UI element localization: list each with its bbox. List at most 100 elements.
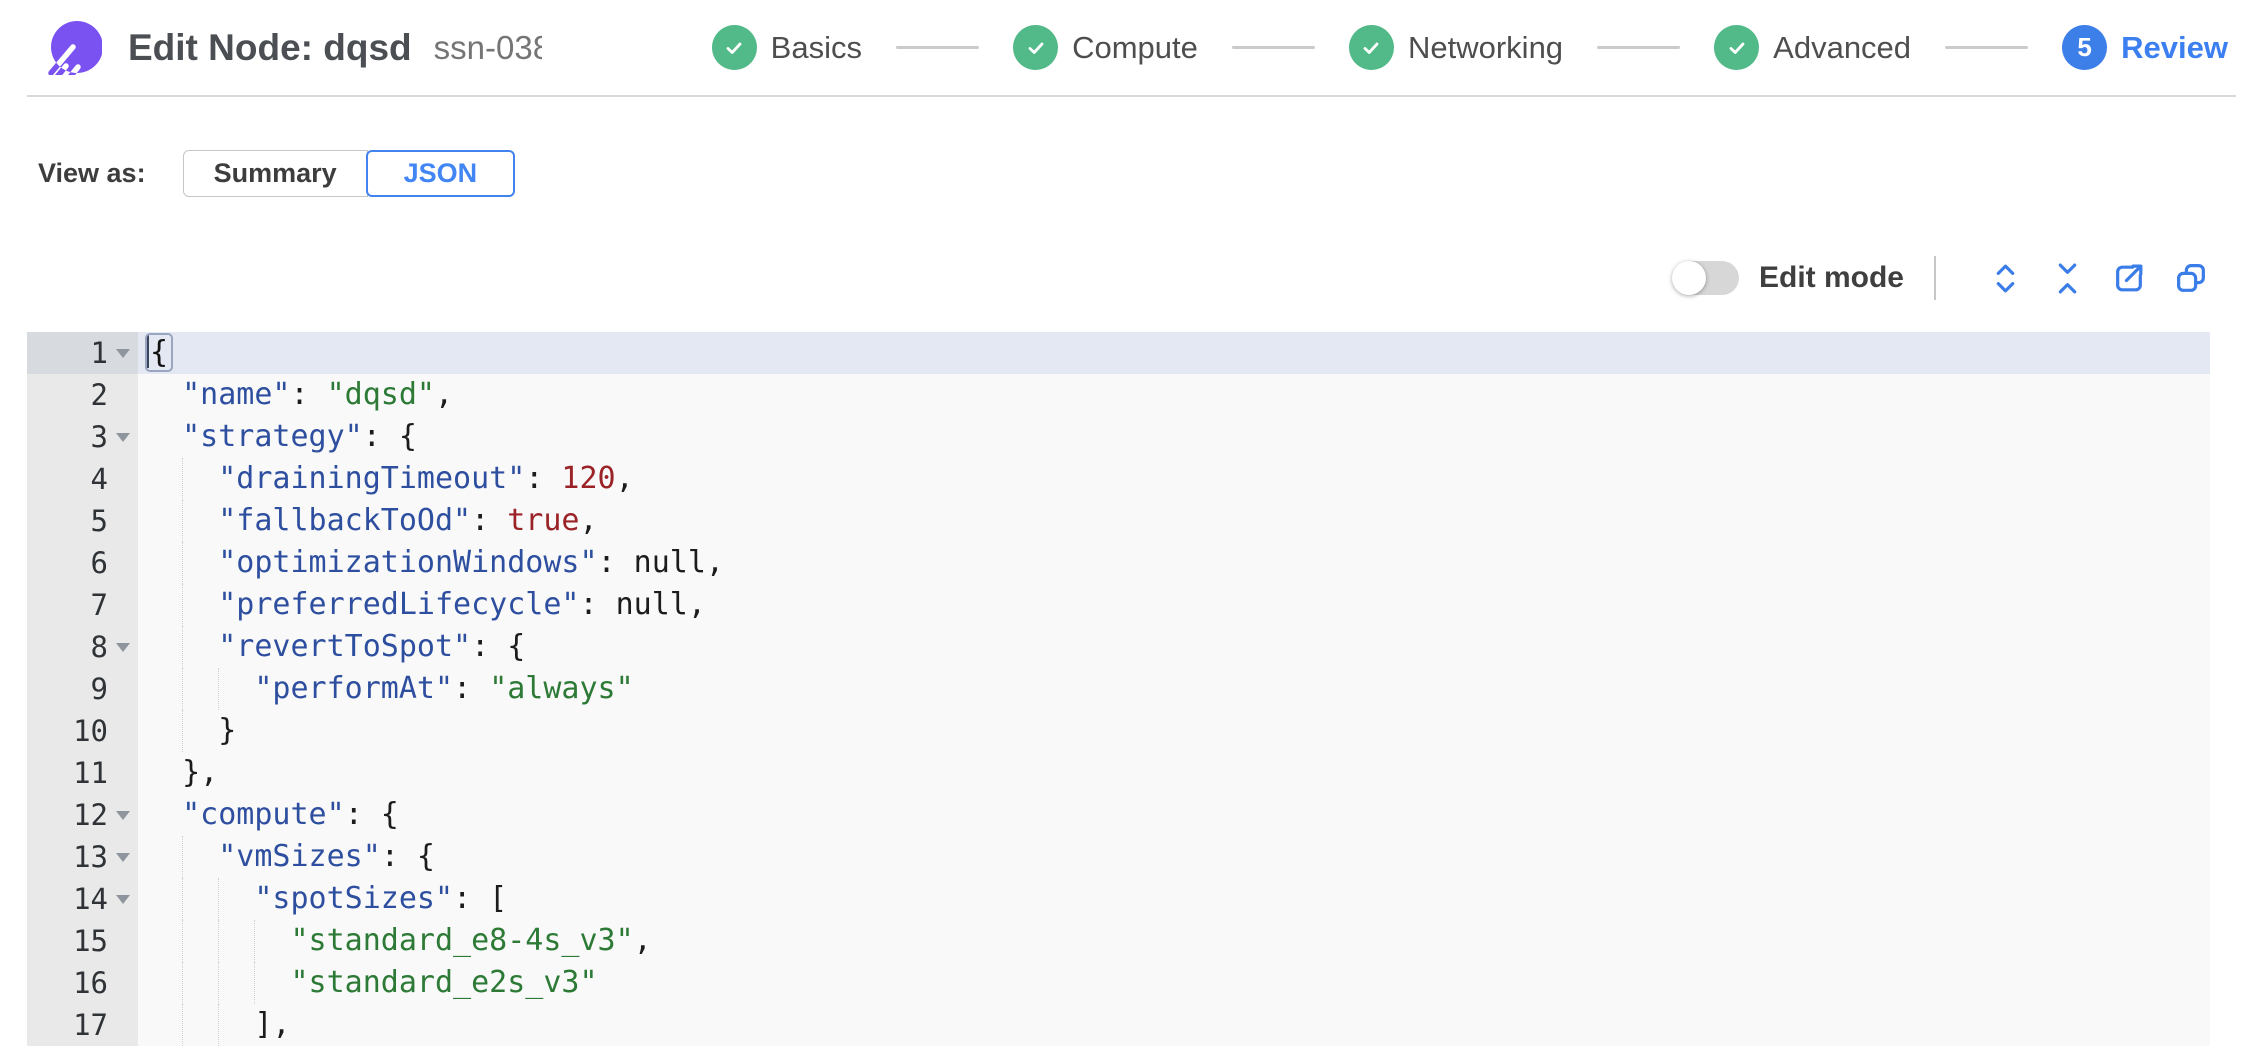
token-pun: , xyxy=(615,461,634,496)
step-compute[interactable]: Compute xyxy=(1013,25,1198,70)
code-line-text[interactable]: ], xyxy=(138,1004,2210,1046)
code-line[interactable]: 1{ xyxy=(27,332,2210,374)
code-line-text[interactable]: "standard_e8-4s_v3", xyxy=(138,920,2210,962)
code-line-text[interactable]: "standard_e2s_v3" xyxy=(138,962,2210,1004)
view-json-button[interactable]: JSON xyxy=(365,150,516,197)
token-bool: true xyxy=(507,503,580,538)
code-line-text[interactable]: "fallbackToOd": true, xyxy=(138,500,2210,542)
indent-guide xyxy=(182,626,184,668)
token-str: "standard_e2s_v3" xyxy=(290,965,598,1000)
token-pun: : { xyxy=(380,839,435,874)
indent-guide xyxy=(218,1004,220,1046)
indent-guide xyxy=(182,920,184,962)
code-line-text[interactable]: } xyxy=(138,710,2210,752)
token-pun: : { xyxy=(362,419,417,454)
step-networking[interactable]: Networking xyxy=(1348,25,1564,70)
gutter-line-number: 17 xyxy=(27,1004,138,1046)
check-icon xyxy=(1028,42,1043,54)
code-line-text[interactable]: "spotSizes": [ xyxy=(138,878,2210,920)
code-line[interactable]: 13 "vmSizes": { xyxy=(27,836,2210,878)
token-pun: ], xyxy=(254,1007,291,1042)
token-key: "strategy" xyxy=(182,419,363,454)
fold-toggle-icon[interactable] xyxy=(116,643,130,652)
code-line[interactable]: 14 "spotSizes": [ xyxy=(27,878,2210,920)
indent-guide xyxy=(218,920,220,962)
gutter-line-number: 5 xyxy=(27,500,138,542)
code-line-text[interactable]: }, xyxy=(138,752,2210,794)
code-line[interactable]: 2 "name": "dqsd", xyxy=(27,374,2210,416)
token-ws xyxy=(146,881,254,916)
edit-mode-toggle[interactable] xyxy=(1671,261,1739,295)
step-complete-check xyxy=(711,25,757,70)
indent-guide xyxy=(254,920,256,962)
step-label: Networking xyxy=(1407,29,1564,65)
token-key: "fallbackToOd" xyxy=(218,503,472,538)
code-line[interactable]: 11 }, xyxy=(27,752,2210,794)
code-line-text[interactable]: "drainingTimeout": 120, xyxy=(138,458,2210,500)
token-key: "vmSizes" xyxy=(218,839,381,874)
token-pun: }, xyxy=(182,755,219,790)
code-line-text[interactable]: "preferredLifecycle": null, xyxy=(138,584,2210,626)
fold-toggle-icon[interactable] xyxy=(116,895,130,904)
code-line[interactable]: 3 "strategy": { xyxy=(27,416,2210,458)
code-line[interactable]: 16 "standard_e2s_v3" xyxy=(27,962,2210,1004)
token-brk: { xyxy=(145,333,174,372)
gutter-line-number: 10 xyxy=(27,710,138,752)
code-line-text[interactable]: { xyxy=(138,332,2210,374)
fold-toggle-icon[interactable] xyxy=(116,811,130,820)
gutter-line-number: 13 xyxy=(27,836,138,878)
fold-toggle-icon[interactable] xyxy=(116,433,130,442)
token-pun: , xyxy=(705,545,724,580)
code-line[interactable]: 6 "optimizationWindows": null, xyxy=(27,542,2210,584)
gutter-line-number: 4 xyxy=(27,458,138,500)
code-line-text[interactable]: "optimizationWindows": null, xyxy=(138,542,2210,584)
code-line[interactable]: 7 "preferredLifecycle": null, xyxy=(27,584,2210,626)
step-advanced[interactable]: Advanced xyxy=(1714,25,1911,70)
copy-icon[interactable] xyxy=(2172,259,2210,297)
token-str: "dqsd" xyxy=(326,377,435,412)
step-connector xyxy=(1597,46,1681,49)
view-summary-button[interactable]: Summary xyxy=(182,150,368,197)
code-line-text[interactable]: "name": "dqsd", xyxy=(138,374,2210,416)
code-line[interactable]: 17 ], xyxy=(27,1004,2210,1046)
step-complete-check xyxy=(1714,25,1760,70)
edit-mode-label: Edit mode xyxy=(1758,261,1904,294)
code-line-text[interactable]: "strategy": { xyxy=(138,416,2210,458)
indent-guide xyxy=(182,878,184,920)
code-line[interactable]: 15 "standard_e8-4s_v3", xyxy=(27,920,2210,962)
token-ws xyxy=(146,797,182,832)
fold-toggle-icon[interactable] xyxy=(116,853,130,862)
code-line[interactable]: 10 } xyxy=(27,710,2210,752)
page-title: Edit Node: dqsd xyxy=(128,26,412,68)
token-pun: , xyxy=(687,587,706,622)
code-line[interactable]: 5 "fallbackToOd": true, xyxy=(27,500,2210,542)
token-key: "spotSizes" xyxy=(254,881,454,916)
code-line[interactable]: 8 "revertToSpot": { xyxy=(27,626,2210,668)
code-line-text[interactable]: "revertToSpot": { xyxy=(138,626,2210,668)
fold-toggle-icon[interactable] xyxy=(116,349,130,358)
token-pun: : xyxy=(290,377,327,412)
expand-all-icon[interactable] xyxy=(1986,259,2024,297)
token-key: "drainingTimeout" xyxy=(218,461,526,496)
gutter-line-number: 7 xyxy=(27,584,138,626)
json-editor[interactable]: 1{2 "name": "dqsd",3 "strategy": {4 "dra… xyxy=(27,332,2210,1048)
token-pun: : { xyxy=(471,629,526,664)
text-cursor xyxy=(146,335,149,368)
step-label: Basics xyxy=(770,29,862,65)
code-line[interactable]: 9 "performAt": "always" xyxy=(27,668,2210,710)
code-line[interactable]: 12 "compute": { xyxy=(27,794,2210,836)
step-number-badge: 5 xyxy=(2062,25,2108,70)
token-nul: null xyxy=(615,587,688,622)
token-ws xyxy=(146,755,182,790)
code-line[interactable]: 4 "drainingTimeout": 120, xyxy=(27,458,2210,500)
code-line-text[interactable]: "compute": { xyxy=(138,794,2210,836)
collapse-all-icon[interactable] xyxy=(2048,259,2086,297)
step-basics[interactable]: Basics xyxy=(711,25,862,70)
code-line-text[interactable]: "performAt": "always" xyxy=(138,668,2210,710)
export-icon[interactable] xyxy=(2110,259,2148,297)
code-line-text[interactable]: "vmSizes": { xyxy=(138,836,2210,878)
token-ws xyxy=(146,377,182,412)
gutter-line-number: 15 xyxy=(27,920,138,962)
